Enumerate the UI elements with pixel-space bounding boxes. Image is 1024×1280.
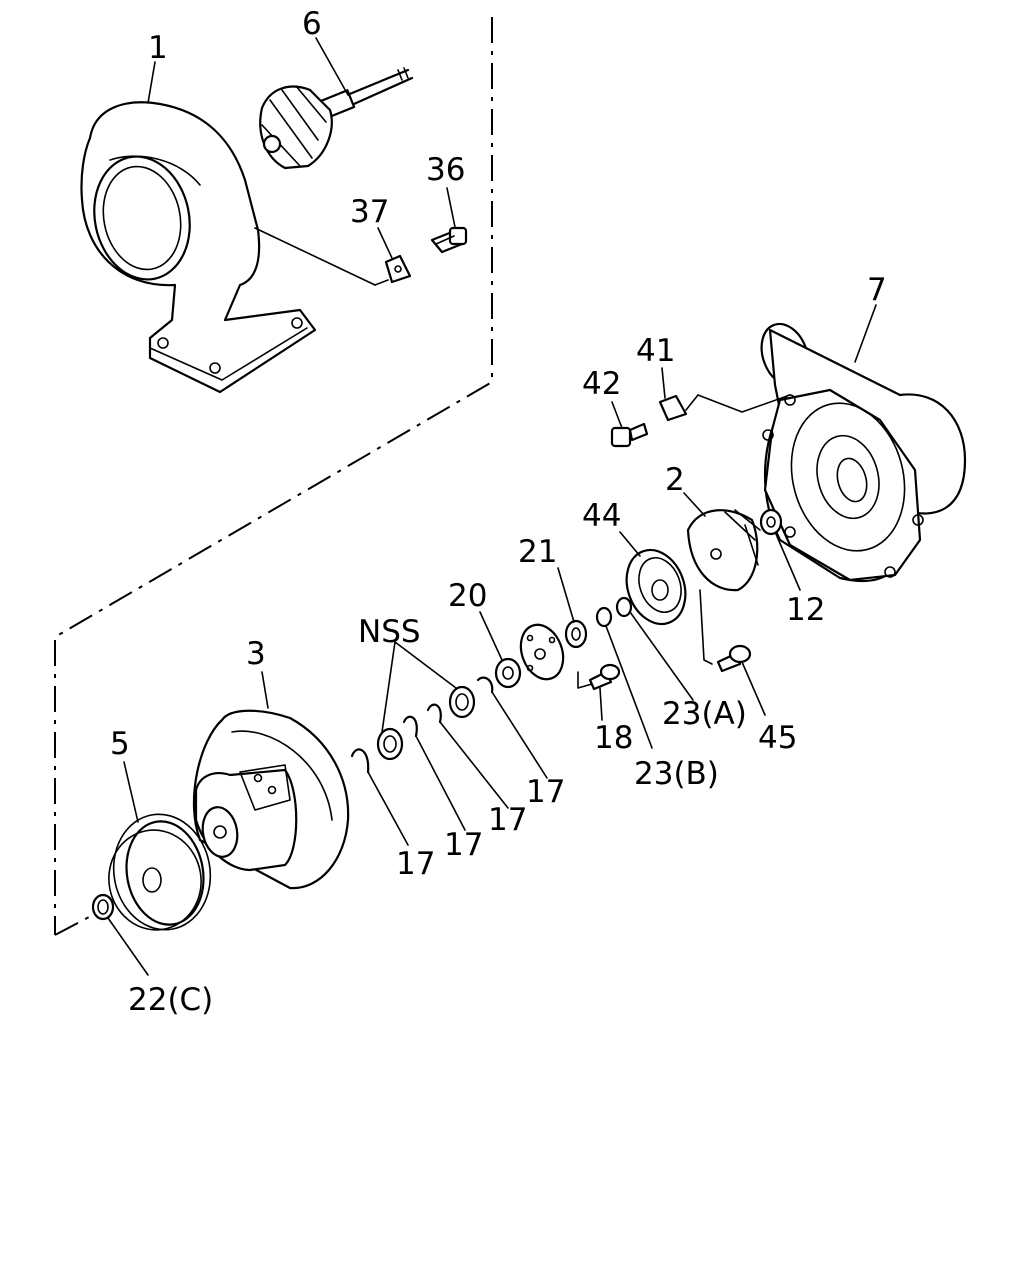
- part-turbine-wheel-shaft: [259, 67, 414, 170]
- part-rings-23: [595, 596, 633, 628]
- part-compressor-housing: [697, 322, 967, 582]
- part-bearings-snap-rings: [350, 676, 494, 774]
- callout-20: 20: [448, 578, 487, 614]
- callout-17-4: 17: [396, 846, 435, 882]
- callout-5: 5: [110, 726, 130, 762]
- callout-1: 1: [148, 30, 168, 66]
- part-lock-plate-41: [658, 394, 699, 422]
- callout-3: 3: [246, 636, 266, 672]
- callout-7: 7: [867, 272, 887, 308]
- callout-44: 44: [582, 498, 621, 534]
- callout-12: 12: [786, 592, 825, 628]
- part-screw-45: [716, 644, 752, 673]
- callout-21: 21: [518, 534, 557, 570]
- callout-23a: 23(A): [662, 696, 747, 732]
- part-lock-plate-37: [374, 254, 412, 286]
- part-compressor-wheel: [686, 509, 761, 592]
- part-bolt-42: [610, 422, 649, 448]
- callout-2: 2: [665, 462, 685, 498]
- callout-labels: 1 6 36 37 7 41 42 2 44 12 21 20 NSS 3 5 …: [110, 6, 887, 1018]
- part-screw-18: [588, 663, 621, 691]
- callout-6: 6: [302, 6, 322, 42]
- part-bolt-36: [430, 226, 468, 254]
- part-nut-12: [759, 508, 783, 536]
- part-oring-22c: [91, 893, 115, 921]
- part-thrust-collar-21: [564, 619, 588, 649]
- part-seal-plate-44: [625, 548, 713, 665]
- callout-22c: 22(C): [128, 982, 213, 1018]
- callout-17-1: 17: [526, 774, 565, 810]
- leader-lines: [107, 37, 877, 976]
- callout-36: 36: [426, 152, 465, 188]
- callout-42: 42: [582, 366, 621, 402]
- callout-17-3: 17: [444, 827, 483, 863]
- part-thrust-bearing: [519, 623, 593, 689]
- part-back-plate: [108, 813, 212, 931]
- part-thrust-ring-20: [494, 657, 522, 689]
- part-turbine-housing: [80, 101, 376, 394]
- callout-17-2: 17: [488, 802, 527, 838]
- assembly-outline: [54, 17, 493, 936]
- callout-41: 41: [636, 333, 675, 369]
- callout-45: 45: [758, 720, 797, 756]
- callout-nss: NSS: [358, 614, 421, 650]
- part-bearing-housing: [192, 709, 350, 890]
- callout-37: 37: [350, 194, 389, 230]
- callout-23b: 23(B): [634, 756, 719, 792]
- callout-18: 18: [594, 720, 633, 756]
